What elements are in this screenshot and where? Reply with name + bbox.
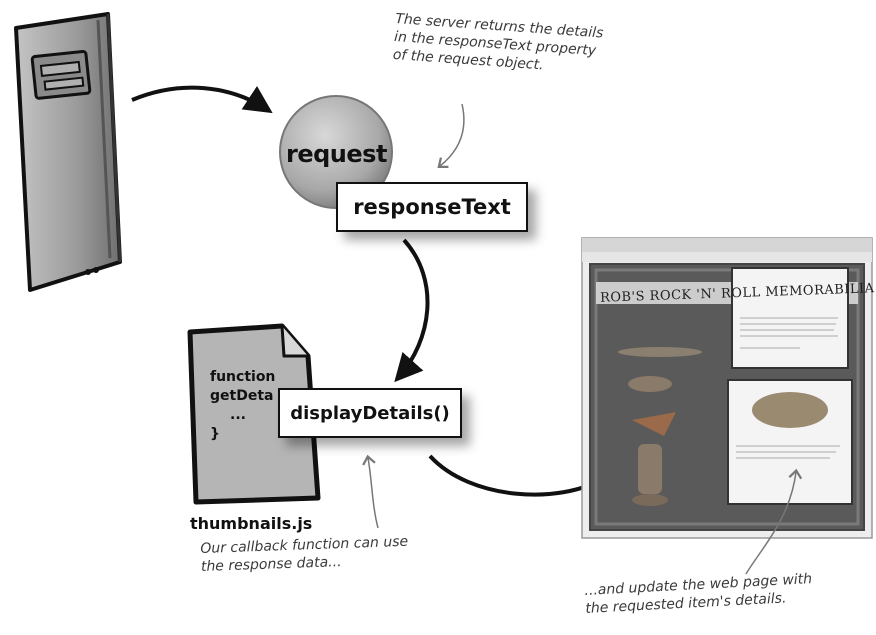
pointer-callback-note bbox=[362, 454, 379, 529]
javascript-file-icon bbox=[187, 323, 321, 505]
server-icon bbox=[14, 12, 122, 292]
file-code: function getDeta ... } bbox=[210, 368, 275, 444]
code-line-3: ... bbox=[230, 407, 246, 423]
request-label: request bbox=[286, 140, 387, 168]
file-name-label: thumbnails.js bbox=[190, 514, 313, 533]
arrow-server-to-request bbox=[131, 85, 273, 114]
callback-note: Our callback function can use the respon… bbox=[200, 533, 409, 576]
display-details-box: displayDetails() bbox=[278, 388, 462, 438]
pointer-server-note bbox=[437, 103, 465, 169]
pointer-update-note bbox=[745, 468, 803, 575]
code-line-2: getDeta bbox=[210, 388, 274, 404]
browser-window-icon bbox=[581, 237, 873, 539]
code-line-1: function bbox=[210, 369, 276, 385]
code-line-4: } bbox=[210, 426, 220, 442]
arrow-response-to-callback bbox=[394, 238, 430, 383]
response-text-box: responseText bbox=[336, 182, 528, 232]
